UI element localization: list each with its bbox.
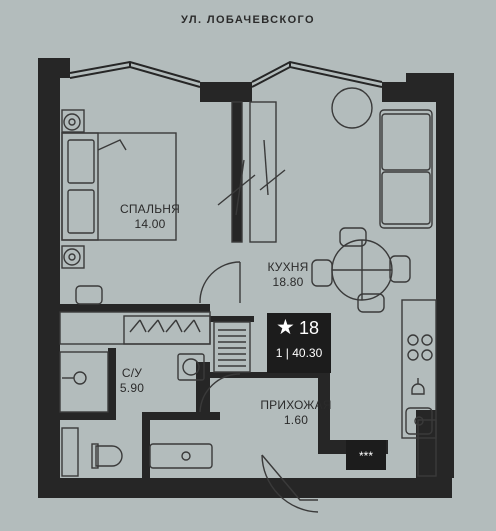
wardrobe-bedroom <box>217 101 286 243</box>
room-label-bedroom: СПАЛЬНЯ 14.00 <box>118 202 182 232</box>
partition-hall-east <box>318 372 330 454</box>
wall-east <box>436 73 454 478</box>
walls <box>38 58 454 498</box>
room-name: КУХНЯ <box>267 260 309 274</box>
room-label-hallway: ПРИХОЖАЯ 1.60 <box>258 398 334 428</box>
room-area: 5.90 <box>119 381 145 395</box>
doors <box>199 261 319 513</box>
apartment-number: 18 <box>299 318 320 338</box>
wall-ne-top <box>406 73 454 89</box>
apartment-meta: 1 | 40.30 <box>267 346 331 360</box>
wall-south <box>38 478 452 498</box>
room-name: С/У <box>121 366 143 380</box>
partition-shaft-top <box>210 316 254 322</box>
partition-bed-bath <box>60 304 210 312</box>
room-area: 1.60 <box>283 413 309 427</box>
kitchen-units <box>401 299 437 439</box>
partition-wc <box>142 412 150 482</box>
room-area: 18.80 <box>272 275 304 289</box>
stove-label: *** <box>359 449 373 463</box>
bed <box>61 109 177 269</box>
total-area: 40.30 <box>292 346 323 360</box>
room-count: 1 <box>275 346 283 360</box>
street-name: УЛ. ЛОБАЧЕВСКОГО <box>181 14 315 26</box>
pier-east-low <box>416 410 436 478</box>
star-icon: ★ <box>276 316 295 339</box>
hangers <box>129 319 201 333</box>
partition-bed-kitchen <box>232 82 242 242</box>
partition-wc-top <box>142 412 220 420</box>
partition-hall-west <box>196 362 210 412</box>
sofa <box>331 87 433 229</box>
room-name: ПРИХОЖАЯ <box>260 398 332 412</box>
partition-bath-2 <box>60 412 116 420</box>
room-label-bathroom: С/У 5.90 <box>114 366 150 396</box>
room-area: 14.00 <box>134 217 166 231</box>
apartment-badge: ★ 18 1 | 40.30 <box>267 313 331 373</box>
dining-set <box>311 227 411 313</box>
bathroom-fixtures <box>59 351 437 477</box>
stove-block <box>346 440 386 470</box>
desk-chair <box>59 285 211 345</box>
windows <box>69 60 383 88</box>
shaft <box>213 321 251 373</box>
wall-nw-corner <box>60 58 70 78</box>
room-name: СПАЛЬНЯ <box>119 202 181 216</box>
room-label-kitchen: КУХНЯ 18.80 <box>260 260 316 290</box>
partition-bath <box>108 348 116 420</box>
partition-hall-top <box>210 372 330 378</box>
wall-west <box>38 58 60 498</box>
meta-separator: | <box>285 346 289 360</box>
